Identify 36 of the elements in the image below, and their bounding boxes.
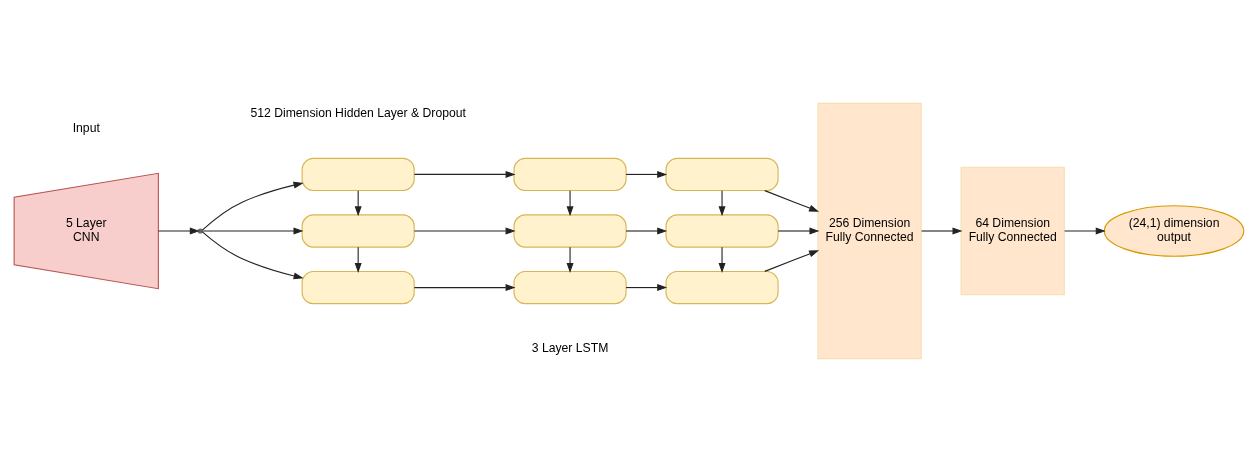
node-box [665,270,779,305]
arrow [764,190,820,212]
node-box [301,270,415,305]
arrow [201,181,304,231]
arrow [764,250,820,272]
arrow [157,227,200,235]
arrow [625,170,668,178]
node-box: 256 Dimension Fully Connected [817,102,922,360]
arrow [718,190,726,217]
node-box [513,157,627,192]
node-box: 5 Layer CNN [13,172,159,290]
node-box [665,214,779,248]
node-box [665,157,779,192]
label: 3 Layer LSTM [531,340,609,355]
arrow [625,227,668,235]
arrow [566,190,574,217]
node-box: 64 Dimension Fully Connected [960,166,1065,296]
label: 512 Dimension Hidden Layer & Dropout [250,105,466,120]
arrow [625,284,668,292]
arrow [718,246,726,273]
node-box [301,214,415,248]
label: Input [72,121,100,136]
arrow [921,227,963,235]
arrow [413,170,516,178]
arrow [413,284,516,292]
arrow [566,246,574,273]
node-box [513,214,627,248]
arrow [413,227,516,235]
node-box [301,157,415,192]
arrow [201,231,304,280]
node-ellipse: (24,1) dimension output [1103,205,1245,257]
node-brace [197,228,203,234]
arrow [1064,227,1106,235]
arrow [777,227,820,235]
arrow [201,227,304,235]
node-box [513,270,627,305]
